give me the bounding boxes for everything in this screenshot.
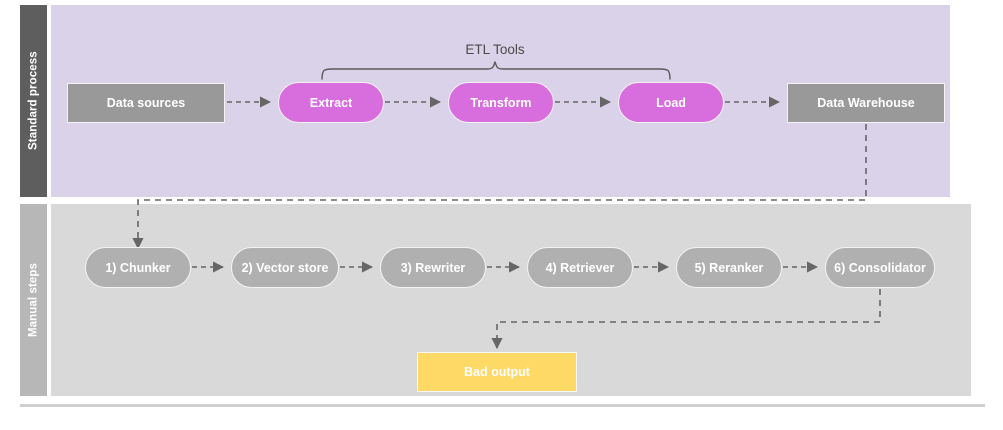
node-load-label: Load xyxy=(656,95,686,110)
node-transform[interactable]: Transform xyxy=(448,82,554,123)
lane-header-manual-steps: Manual steps xyxy=(20,204,47,396)
node-data-sources[interactable]: Data sources xyxy=(67,83,225,123)
lane-header-manual-steps-label: Manual steps xyxy=(27,262,40,338)
node-rewriter[interactable]: 3) Rewriter xyxy=(380,247,486,288)
node-data-warehouse[interactable]: Data Warehouse xyxy=(787,83,945,123)
lane-header-standard-process-label: Standard process xyxy=(27,51,40,151)
node-consolidator-label: 6) Consolidator xyxy=(834,260,926,275)
node-data-sources-label: Data sources xyxy=(106,96,186,110)
node-load[interactable]: Load xyxy=(618,82,724,123)
node-bad-output[interactable]: Bad output xyxy=(417,352,577,392)
node-rewriter-label: 3) Rewriter xyxy=(400,260,466,275)
etl-tools-label: ETL Tools xyxy=(465,42,525,57)
node-chunker-label: 1) Chunker xyxy=(105,260,171,275)
node-reranker-label: 5) Reranker xyxy=(694,260,764,275)
node-extract[interactable]: Extract xyxy=(278,82,384,123)
bottom-divider xyxy=(20,404,985,407)
node-transform-label: Transform xyxy=(470,95,532,110)
node-data-warehouse-label: Data Warehouse xyxy=(817,96,915,110)
node-vector-store[interactable]: 2) Vector store xyxy=(231,247,339,288)
node-extract-label: Extract xyxy=(309,95,353,110)
node-retriever-label: 4) Retriever xyxy=(545,260,615,275)
node-vector-store-label: 2) Vector store xyxy=(241,260,329,275)
node-retriever[interactable]: 4) Retriever xyxy=(527,247,633,288)
node-bad-output-label: Bad output xyxy=(464,365,530,379)
node-chunker[interactable]: 1) Chunker xyxy=(85,247,191,288)
node-reranker[interactable]: 5) Reranker xyxy=(676,247,782,288)
node-consolidator[interactable]: 6) Consolidator xyxy=(825,247,935,288)
lane-header-standard-process: Standard process xyxy=(20,5,47,197)
